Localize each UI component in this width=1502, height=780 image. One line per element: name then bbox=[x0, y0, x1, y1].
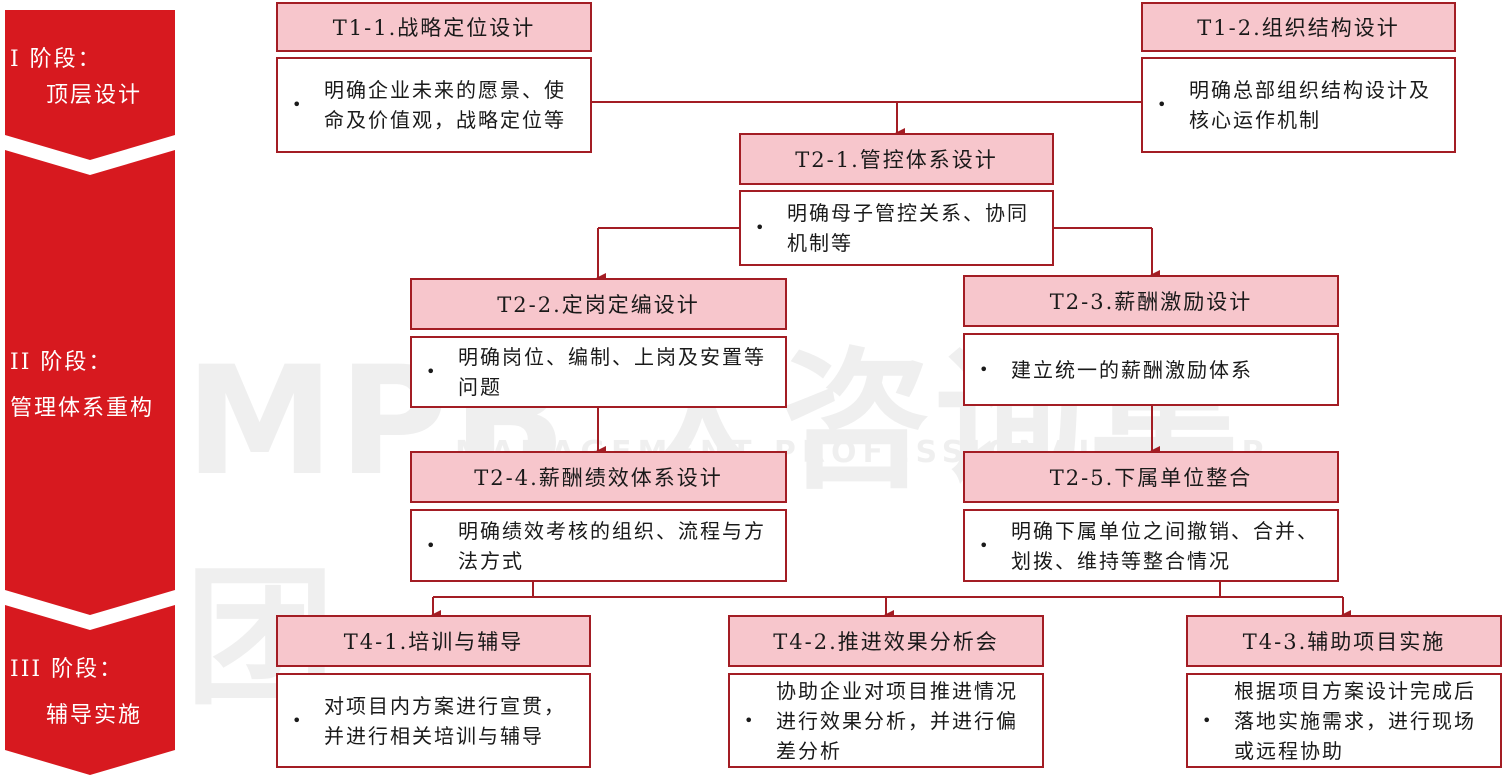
t2-3-title: T2-3.薪酬激励设计 bbox=[963, 275, 1339, 327]
phase-chevron-2 bbox=[5, 150, 175, 615]
t2-4-desc-text: 明确绩效考核的组织、流程与方法方式 bbox=[458, 518, 766, 573]
t4-3-desc-text: 根据项目方案设计完成后落地实施需求，进行现场或远程协助 bbox=[1234, 678, 1476, 763]
t2-1-desc: • 明确母子管控关系、协同机制等 bbox=[739, 190, 1054, 266]
bullet-icon: • bbox=[292, 710, 304, 730]
bullet-icon: • bbox=[979, 359, 991, 379]
bullet-icon: • bbox=[744, 710, 756, 730]
t1-2-title: T1-2.组织结构设计 bbox=[1141, 2, 1456, 52]
t4-2-title: T4-2.推进效果分析会 bbox=[728, 615, 1044, 667]
t2-2-desc-text: 明确岗位、编制、上岗及安置等问题 bbox=[458, 345, 766, 399]
bullet-icon: • bbox=[755, 218, 767, 237]
t1-1-desc: • 明确企业未来的愿景、使命及价值观，战略定位等 bbox=[276, 57, 592, 153]
t2-4-desc: • 明确绩效考核的组织、流程与方法方式 bbox=[410, 509, 787, 582]
t1-1-title: T1-1.战略定位设计 bbox=[276, 2, 592, 52]
phase-2-number: II 阶段： bbox=[10, 350, 113, 375]
t2-2-desc: • 明确岗位、编制、上岗及安置等问题 bbox=[410, 336, 787, 408]
t2-1-title: T2-1.管控体系设计 bbox=[739, 133, 1054, 185]
t1-2-desc: • 明确总部组织结构设计及核心运作机制 bbox=[1141, 57, 1456, 153]
t1-1-desc-text: 明确企业未来的愿景、使命及价值观，战略定位等 bbox=[324, 78, 566, 132]
bullet-icon: • bbox=[426, 362, 438, 381]
bullet-icon: • bbox=[1202, 710, 1214, 730]
t2-2-title: T2-2.定岗定编设计 bbox=[410, 278, 787, 330]
t2-5-title: T2-5.下属单位整合 bbox=[963, 451, 1339, 503]
bullet-icon: • bbox=[1157, 95, 1169, 114]
phase-label-1: I 阶段： 顶层设计 bbox=[10, 42, 170, 114]
t4-3-desc: • 根据项目方案设计完成后落地实施需求，进行现场或远程协助 bbox=[1186, 673, 1502, 768]
bullet-icon: • bbox=[979, 535, 991, 555]
t2-4-title: T2-4.薪酬绩效体系设计 bbox=[410, 451, 787, 503]
phase-label-3: III 阶段： 辅导实施 bbox=[10, 652, 170, 734]
t2-1-desc-text: 明确母子管控关系、协同机制等 bbox=[787, 201, 1029, 255]
phase-1-name: 顶层设计 bbox=[46, 83, 143, 108]
bullet-icon: • bbox=[426, 535, 438, 555]
t4-3-title: T4-3.辅助项目实施 bbox=[1186, 615, 1502, 667]
t2-3-desc-text: 建立统一的薪酬激励体系 bbox=[1011, 357, 1253, 382]
t2-5-desc-text: 明确下属单位之间撤销、合并、划拨、维持等整合情况 bbox=[1011, 518, 1319, 573]
phase-chevron-3 bbox=[5, 605, 175, 775]
t2-3-desc: • 建立统一的薪酬激励体系 bbox=[963, 333, 1339, 406]
phase-chevron-1 bbox=[5, 10, 175, 160]
t4-2-desc-text: 协助企业对项目推进情况进行效果分析，并进行偏差分析 bbox=[776, 678, 1018, 763]
phase-3-number: III 阶段： bbox=[10, 657, 124, 682]
bullet-icon: • bbox=[292, 95, 304, 114]
t2-5-desc: • 明确下属单位之间撤销、合并、划拨、维持等整合情况 bbox=[963, 509, 1339, 582]
t4-1-desc-text: 对项目内方案进行宣贯，并进行相关培训与辅导 bbox=[324, 693, 566, 748]
phase-1-number: I 阶段： bbox=[10, 47, 102, 72]
t4-1-title: T4-1.培训与辅导 bbox=[276, 615, 591, 667]
t4-2-desc: • 协助企业对项目推进情况进行效果分析，并进行偏差分析 bbox=[728, 673, 1044, 768]
phase-label-2: II 阶段： 管理体系重构 bbox=[10, 345, 170, 427]
phase-2-name: 管理体系重构 bbox=[10, 396, 155, 421]
phase-3-name: 辅导实施 bbox=[46, 703, 143, 728]
t1-2-desc-text: 明确总部组织结构设计及核心运作机制 bbox=[1189, 78, 1431, 132]
t4-1-desc: • 对项目内方案进行宣贯，并进行相关培训与辅导 bbox=[276, 673, 591, 768]
